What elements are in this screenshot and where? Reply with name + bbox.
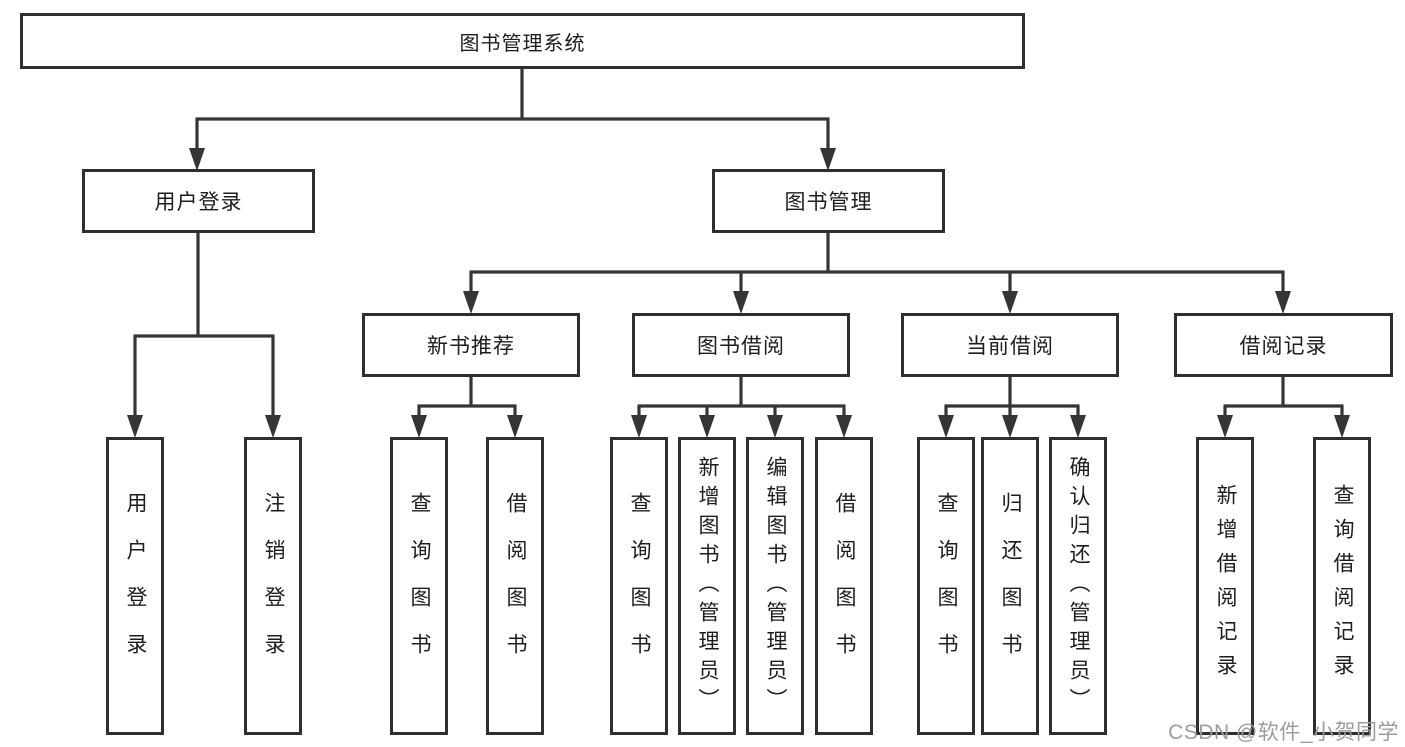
node-current-borrowing: 当前借阅 [901, 313, 1119, 377]
leaf-confirm-return-admin: 确认归还（管理员） [1049, 437, 1107, 735]
arrowhead-icon [463, 291, 479, 314]
node-user-login-branch: 用户登录 [82, 169, 315, 233]
leaf-borrow-books-recommend: 借阅图书 [486, 437, 544, 735]
arrowhead-icon [507, 415, 523, 438]
node-root-system: 图书管理系统 [20, 13, 1025, 69]
node-borrowing-records: 借阅记录 [1174, 313, 1393, 377]
leaf-borrow-books-borrowing: 借阅图书 [815, 437, 873, 735]
arrowhead-icon [938, 415, 954, 438]
leaf-label: 归还图书 [999, 492, 1022, 680]
node-new-book-recommend: 新书推荐 [362, 313, 580, 377]
arrowhead-icon [189, 148, 205, 171]
leaf-query-borrow-record: 查询借阅记录 [1313, 437, 1371, 735]
leaf-label: 新增借阅记录 [1214, 484, 1237, 688]
leaf-label: 注销登录 [262, 492, 285, 680]
arrowhead-icon [411, 415, 427, 438]
leaf-query-books-borrowing: 查询图书 [610, 437, 668, 735]
node-book-management-branch: 图书管理 [712, 169, 945, 233]
leaf-edit-book-admin: 编辑图书（管理员） [746, 437, 804, 735]
leaf-label: 查询借阅记录 [1331, 484, 1354, 688]
leaf-add-book-admin: 新增图书（管理员） [678, 437, 736, 735]
arrowhead-icon [1002, 415, 1018, 438]
leaf-label: 确认归还（管理员） [1067, 455, 1090, 717]
connector-path [133, 68, 1344, 419]
arrowhead-icon [836, 415, 852, 438]
arrowhead-icon [699, 415, 715, 438]
leaf-query-books-recommend: 查询图书 [390, 437, 448, 735]
arrowhead-icon [1070, 415, 1086, 438]
leaf-user-login: 用户登录 [106, 437, 164, 735]
arrowhead-icon [767, 415, 783, 438]
arrowhead-icon [733, 291, 749, 314]
leaf-label: 查询图书 [408, 492, 431, 680]
leaf-label: 新增图书（管理员） [696, 455, 719, 717]
arrowhead-icon [1275, 291, 1291, 314]
csdn-watermark: CSDN @软件_小贺同学 [1168, 721, 1399, 744]
arrowhead-icon [631, 415, 647, 438]
leaf-return-book: 归还图书 [981, 437, 1039, 735]
leaf-label: 借阅图书 [504, 492, 527, 680]
arrowhead-icon [265, 415, 281, 438]
leaf-label: 编辑图书（管理员） [764, 455, 787, 717]
leaf-query-books-current: 查询图书 [917, 437, 975, 735]
arrowhead-icon [1002, 291, 1018, 314]
leaf-add-borrow-record: 新增借阅记录 [1196, 437, 1254, 735]
leaf-label: 借阅图书 [833, 492, 856, 680]
arrowhead-icon [127, 415, 143, 438]
leaf-label: 查询图书 [628, 492, 651, 680]
leaf-label: 查询图书 [935, 492, 958, 680]
arrowhead-icon [1217, 415, 1233, 438]
arrowhead-icon [820, 148, 836, 171]
leaf-label: 用户登录 [124, 492, 147, 680]
leaf-logout: 注销登录 [244, 437, 302, 735]
arrowhead-icon [1334, 415, 1350, 438]
node-book-borrowing: 图书借阅 [632, 313, 850, 377]
